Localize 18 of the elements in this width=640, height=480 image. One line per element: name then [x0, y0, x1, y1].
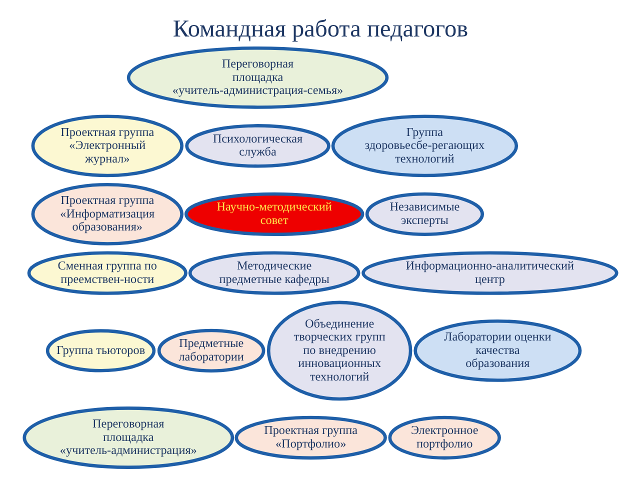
node-ellipse: Электронное портфолио: [388, 416, 500, 460]
node-ellipse: Проектная группа «Электронный журнал»: [30, 114, 184, 178]
node-ellipse: Переговорная площадка «учитель-администрация»: [22, 406, 234, 469]
node-ellipse: Переговорная площадка «учитель-администрация-семья»: [126, 46, 388, 109]
diagram-title: Командная работа педагогов: [172, 15, 468, 42]
node-ellipse: Лаборатории оценки качества образования: [413, 319, 582, 382]
node-ellipse: Проектная группа «Портфолио»: [234, 416, 386, 460]
node-ellipse: Научно-методический совет: [184, 192, 364, 236]
node-ellipse: Психологическая служба: [184, 124, 330, 168]
node-ellipse: Предметные лаборатории: [156, 328, 265, 373]
node-ellipse: Независимые эксперты: [364, 192, 484, 236]
node-ellipse: Группа здоровьесбе-регающих технологий: [330, 114, 518, 178]
node-ellipse: Методические предметные кафедры: [188, 251, 360, 295]
node-ellipse: Сменная группа по преемствен-ности: [26, 251, 187, 295]
node-ellipse: Объединение творческих групп по внедрению инновационных технологий: [266, 300, 412, 401]
node-ellipse: Проектная группа «Информатизация образования»: [30, 182, 184, 246]
node-ellipse: Группа тьюторов: [45, 329, 156, 372]
node-ellipse: Информационно-аналитический центр: [361, 251, 618, 295]
